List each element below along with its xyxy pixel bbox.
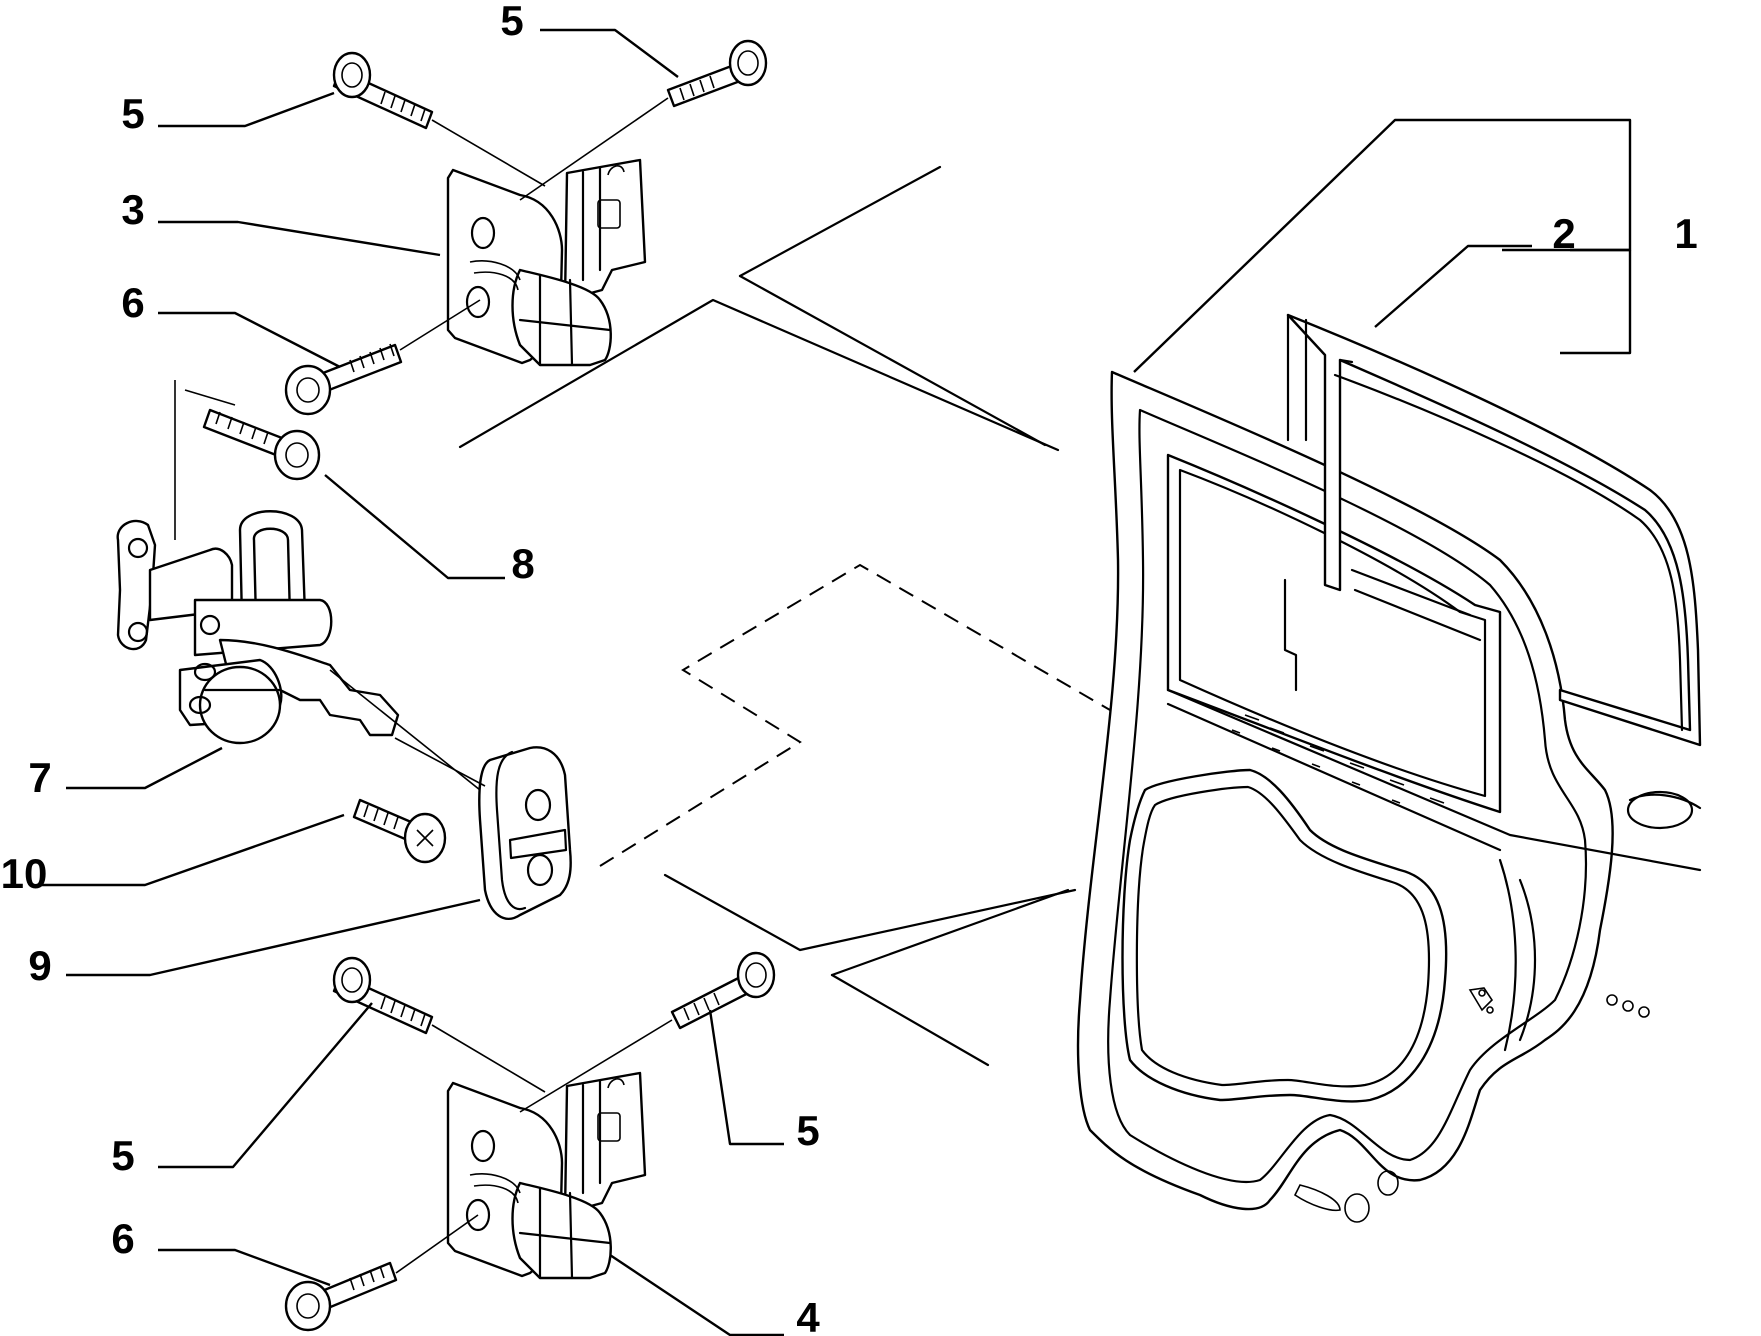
callout-8: 8 bbox=[511, 540, 534, 587]
callout-1: 1 bbox=[1674, 210, 1697, 257]
callout-2: 2 bbox=[1552, 210, 1575, 257]
bolts bbox=[202, 39, 776, 1332]
upper-hinge bbox=[446, 158, 647, 367]
lower-hinge bbox=[446, 1071, 647, 1280]
check-bracket bbox=[478, 746, 572, 921]
callout-5-top: 5 bbox=[500, 0, 523, 44]
bolt-8 bbox=[202, 408, 321, 481]
callout-3: 3 bbox=[121, 186, 144, 233]
leader-lines bbox=[40, 28, 1632, 1336]
bolt-5-lower-left bbox=[332, 956, 434, 1035]
callout-4: 4 bbox=[796, 1294, 820, 1336]
callout-5-lower-left: 5 bbox=[111, 1132, 134, 1179]
window-frame bbox=[1283, 313, 1702, 747]
bolt-6-upper bbox=[284, 343, 403, 416]
door-check-strap bbox=[116, 510, 400, 745]
callout-5-upper-left: 5 bbox=[121, 90, 144, 137]
callout-5-lower-right: 5 bbox=[796, 1107, 819, 1154]
bolt-5-upper-right bbox=[666, 39, 768, 108]
callout-10: 10 bbox=[1, 850, 48, 897]
callout-9: 9 bbox=[28, 942, 51, 989]
bolt-5-lower-right bbox=[670, 951, 776, 1030]
callout-6-upper: 6 bbox=[121, 279, 144, 326]
bolt-6-lower bbox=[284, 1261, 398, 1332]
callout-6-lower: 6 bbox=[111, 1215, 134, 1262]
door-panel bbox=[1076, 370, 1702, 1223]
assembly-lines bbox=[174, 97, 1111, 1274]
callouts: 1 2 3 4 5 5 5 5 6 6 7 8 9 10 bbox=[1, 0, 1698, 1336]
bolt-5-upper-left bbox=[332, 51, 434, 130]
bolt-10 bbox=[352, 798, 447, 864]
callout-7: 7 bbox=[28, 754, 51, 801]
